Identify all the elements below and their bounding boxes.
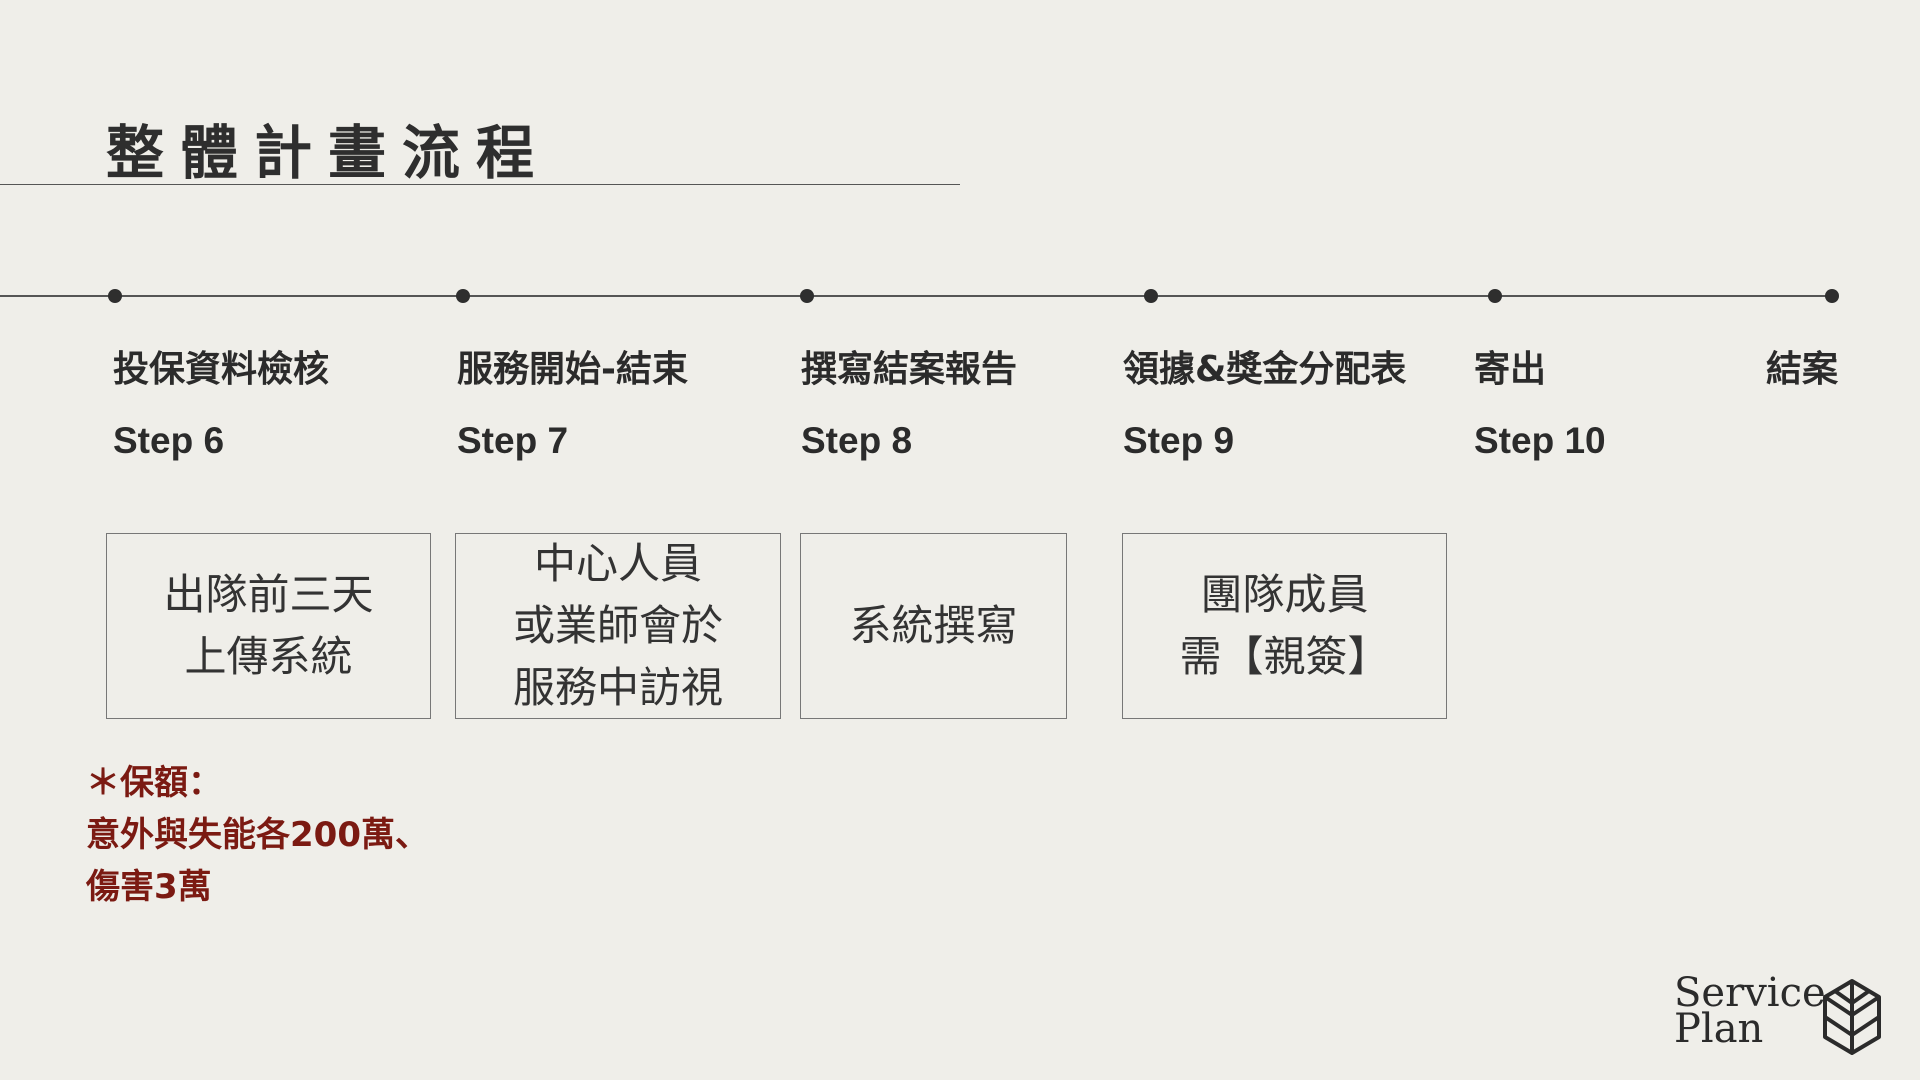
note-line: 傷害3萬 (86, 867, 212, 907)
step-label: 結案 (1765, 349, 1838, 390)
box-line: 上傳系統 (184, 632, 353, 681)
box-line: 或業師會於 (512, 601, 723, 650)
timeline-dot (1825, 289, 1839, 303)
logo-text: Service Plan (1674, 970, 1826, 1052)
logo-line: Service (1674, 970, 1826, 1016)
timeline-line (0, 295, 1832, 297)
logo-line: Plan (1674, 1006, 1764, 1052)
note-line: ＊保額： (86, 763, 222, 803)
step-label: 服務開始-結束 (457, 349, 688, 390)
step-number: Step 10 (1474, 420, 1606, 461)
timeline-dot (108, 289, 122, 303)
step-label: 領據&獎金分配表 (1123, 349, 1407, 390)
step-label: 投保資料檢核 (113, 349, 330, 390)
timeline-dot (1488, 289, 1502, 303)
box-line: 出隊前三天 (163, 570, 374, 619)
timeline-dot (456, 289, 470, 303)
box-line: 服務中訪視 (512, 663, 723, 712)
step-label: 撰寫結案報告 (801, 349, 1018, 390)
page-title: 整體計畫流程 (106, 119, 551, 187)
timeline-dot (800, 289, 814, 303)
step-detail-box: 團隊成員需【親簽】 (1122, 533, 1447, 719)
step-number: Step 9 (1123, 420, 1235, 461)
step-number: Step 6 (113, 420, 225, 461)
leaf-cube-logo-icon (1823, 979, 1881, 1055)
step-number: Step 8 (801, 420, 913, 461)
box-line: 團隊成員 (1200, 570, 1369, 619)
note-line: 意外與失能各200萬、 (86, 815, 429, 855)
step-detail-box: 出隊前三天上傳系統 (106, 533, 431, 719)
step-detail-box: 中心人員或業師會於服務中訪視 (455, 533, 781, 719)
box-line: 系統撰寫 (849, 601, 1018, 650)
title-divider (0, 184, 960, 185)
step-number: Step 7 (457, 420, 569, 461)
insurance-note: ＊保額： 意外與失能各200萬、 傷害3萬 (86, 757, 429, 913)
box-line: 中心人員 (533, 539, 702, 588)
box-line: 需【親簽】 (1179, 632, 1390, 681)
step-detail-box: 系統撰寫 (800, 533, 1067, 719)
timeline-dot (1144, 289, 1158, 303)
step-label: 寄出 (1474, 349, 1547, 390)
